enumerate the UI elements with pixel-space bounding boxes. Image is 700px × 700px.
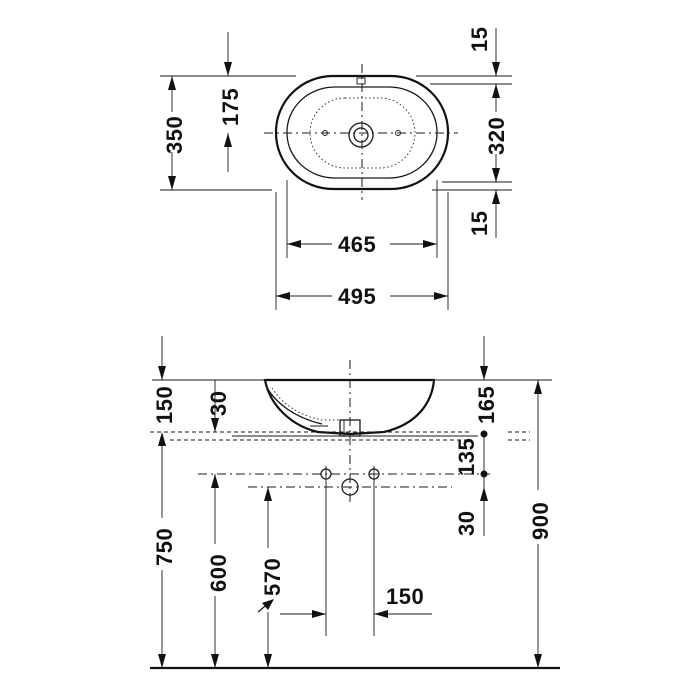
dim-165-label: 165 bbox=[474, 386, 499, 424]
leader-arrow-head bbox=[262, 599, 274, 610]
dim-135-label: 135 bbox=[454, 438, 479, 476]
dim-150-label: 150 bbox=[152, 386, 177, 424]
dim-465-arrow-right bbox=[423, 240, 437, 248]
dim-350-arrow-bottom bbox=[168, 176, 176, 190]
overflow-slot bbox=[356, 77, 366, 85]
dim-175-label: 175 bbox=[218, 88, 243, 126]
dim-150-spacing-arrow-left bbox=[312, 610, 326, 618]
dim-350-label: 350 bbox=[162, 116, 187, 154]
dim-175-arrow-bottom bbox=[224, 133, 232, 147]
dim-150-spacing-label: 150 bbox=[386, 584, 424, 609]
dim-465-arrow-left bbox=[287, 240, 301, 248]
dim-320-arrow-bottom bbox=[492, 168, 500, 182]
dim-900-label: 900 bbox=[528, 502, 553, 540]
dim-900-arrow-bottom bbox=[534, 654, 542, 668]
dim-30-label: 30 bbox=[206, 391, 231, 416]
dim-150-spacing-arrow-right bbox=[374, 610, 388, 618]
drain-inner-circle bbox=[353, 127, 369, 143]
drain-outer-circle bbox=[348, 122, 374, 148]
bowl-inner-section bbox=[271, 387, 340, 421]
bowl-inner-section-2 bbox=[265, 385, 323, 425]
dim-570-label: 570 bbox=[260, 558, 285, 596]
dim-750-arrow-bottom bbox=[158, 654, 166, 668]
dim-30-arrow-bottom bbox=[211, 418, 219, 432]
dim-570-arrow-top bbox=[264, 487, 272, 501]
dim-600-label: 600 bbox=[206, 554, 231, 592]
dim-495-label: 495 bbox=[338, 284, 376, 309]
dim-15-top-label: 15 bbox=[467, 27, 492, 52]
bowl-profile bbox=[263, 378, 436, 436]
front-view: 150 30 750 600 570 150 165 bbox=[150, 336, 560, 670]
dim-600-arrow-top bbox=[211, 474, 219, 488]
top-view: 350 175 15 320 15 465 495 bbox=[160, 27, 512, 310]
dim-150-arrow-bottom bbox=[158, 432, 166, 446]
dim-30-drain-label: 30 bbox=[454, 511, 479, 536]
dim-495-arrow-right bbox=[434, 292, 448, 300]
dim-320-label: 320 bbox=[484, 117, 509, 155]
dim-175-arrow-top bbox=[224, 62, 232, 76]
dim-320-arrow-top bbox=[492, 84, 500, 98]
dim-570-arrow-bottom bbox=[264, 654, 272, 668]
dim-465-label: 465 bbox=[338, 232, 376, 257]
dim-350-arrow-top bbox=[168, 76, 176, 90]
dim-750-label: 750 bbox=[152, 528, 177, 566]
dim-900-arrow-top bbox=[534, 380, 542, 394]
dim-165-arrow-top bbox=[480, 366, 488, 380]
dim-30-drain-arrow bbox=[480, 487, 488, 501]
dim-495-arrow-left bbox=[276, 292, 290, 300]
dim-15-bottom-label: 15 bbox=[467, 211, 492, 236]
dim-600-arrow-bottom bbox=[211, 654, 219, 668]
dim-15-bottom-arrow bbox=[492, 190, 500, 204]
dim-15-top-arrow bbox=[492, 62, 500, 76]
dim-150-arrow-top bbox=[158, 366, 166, 380]
